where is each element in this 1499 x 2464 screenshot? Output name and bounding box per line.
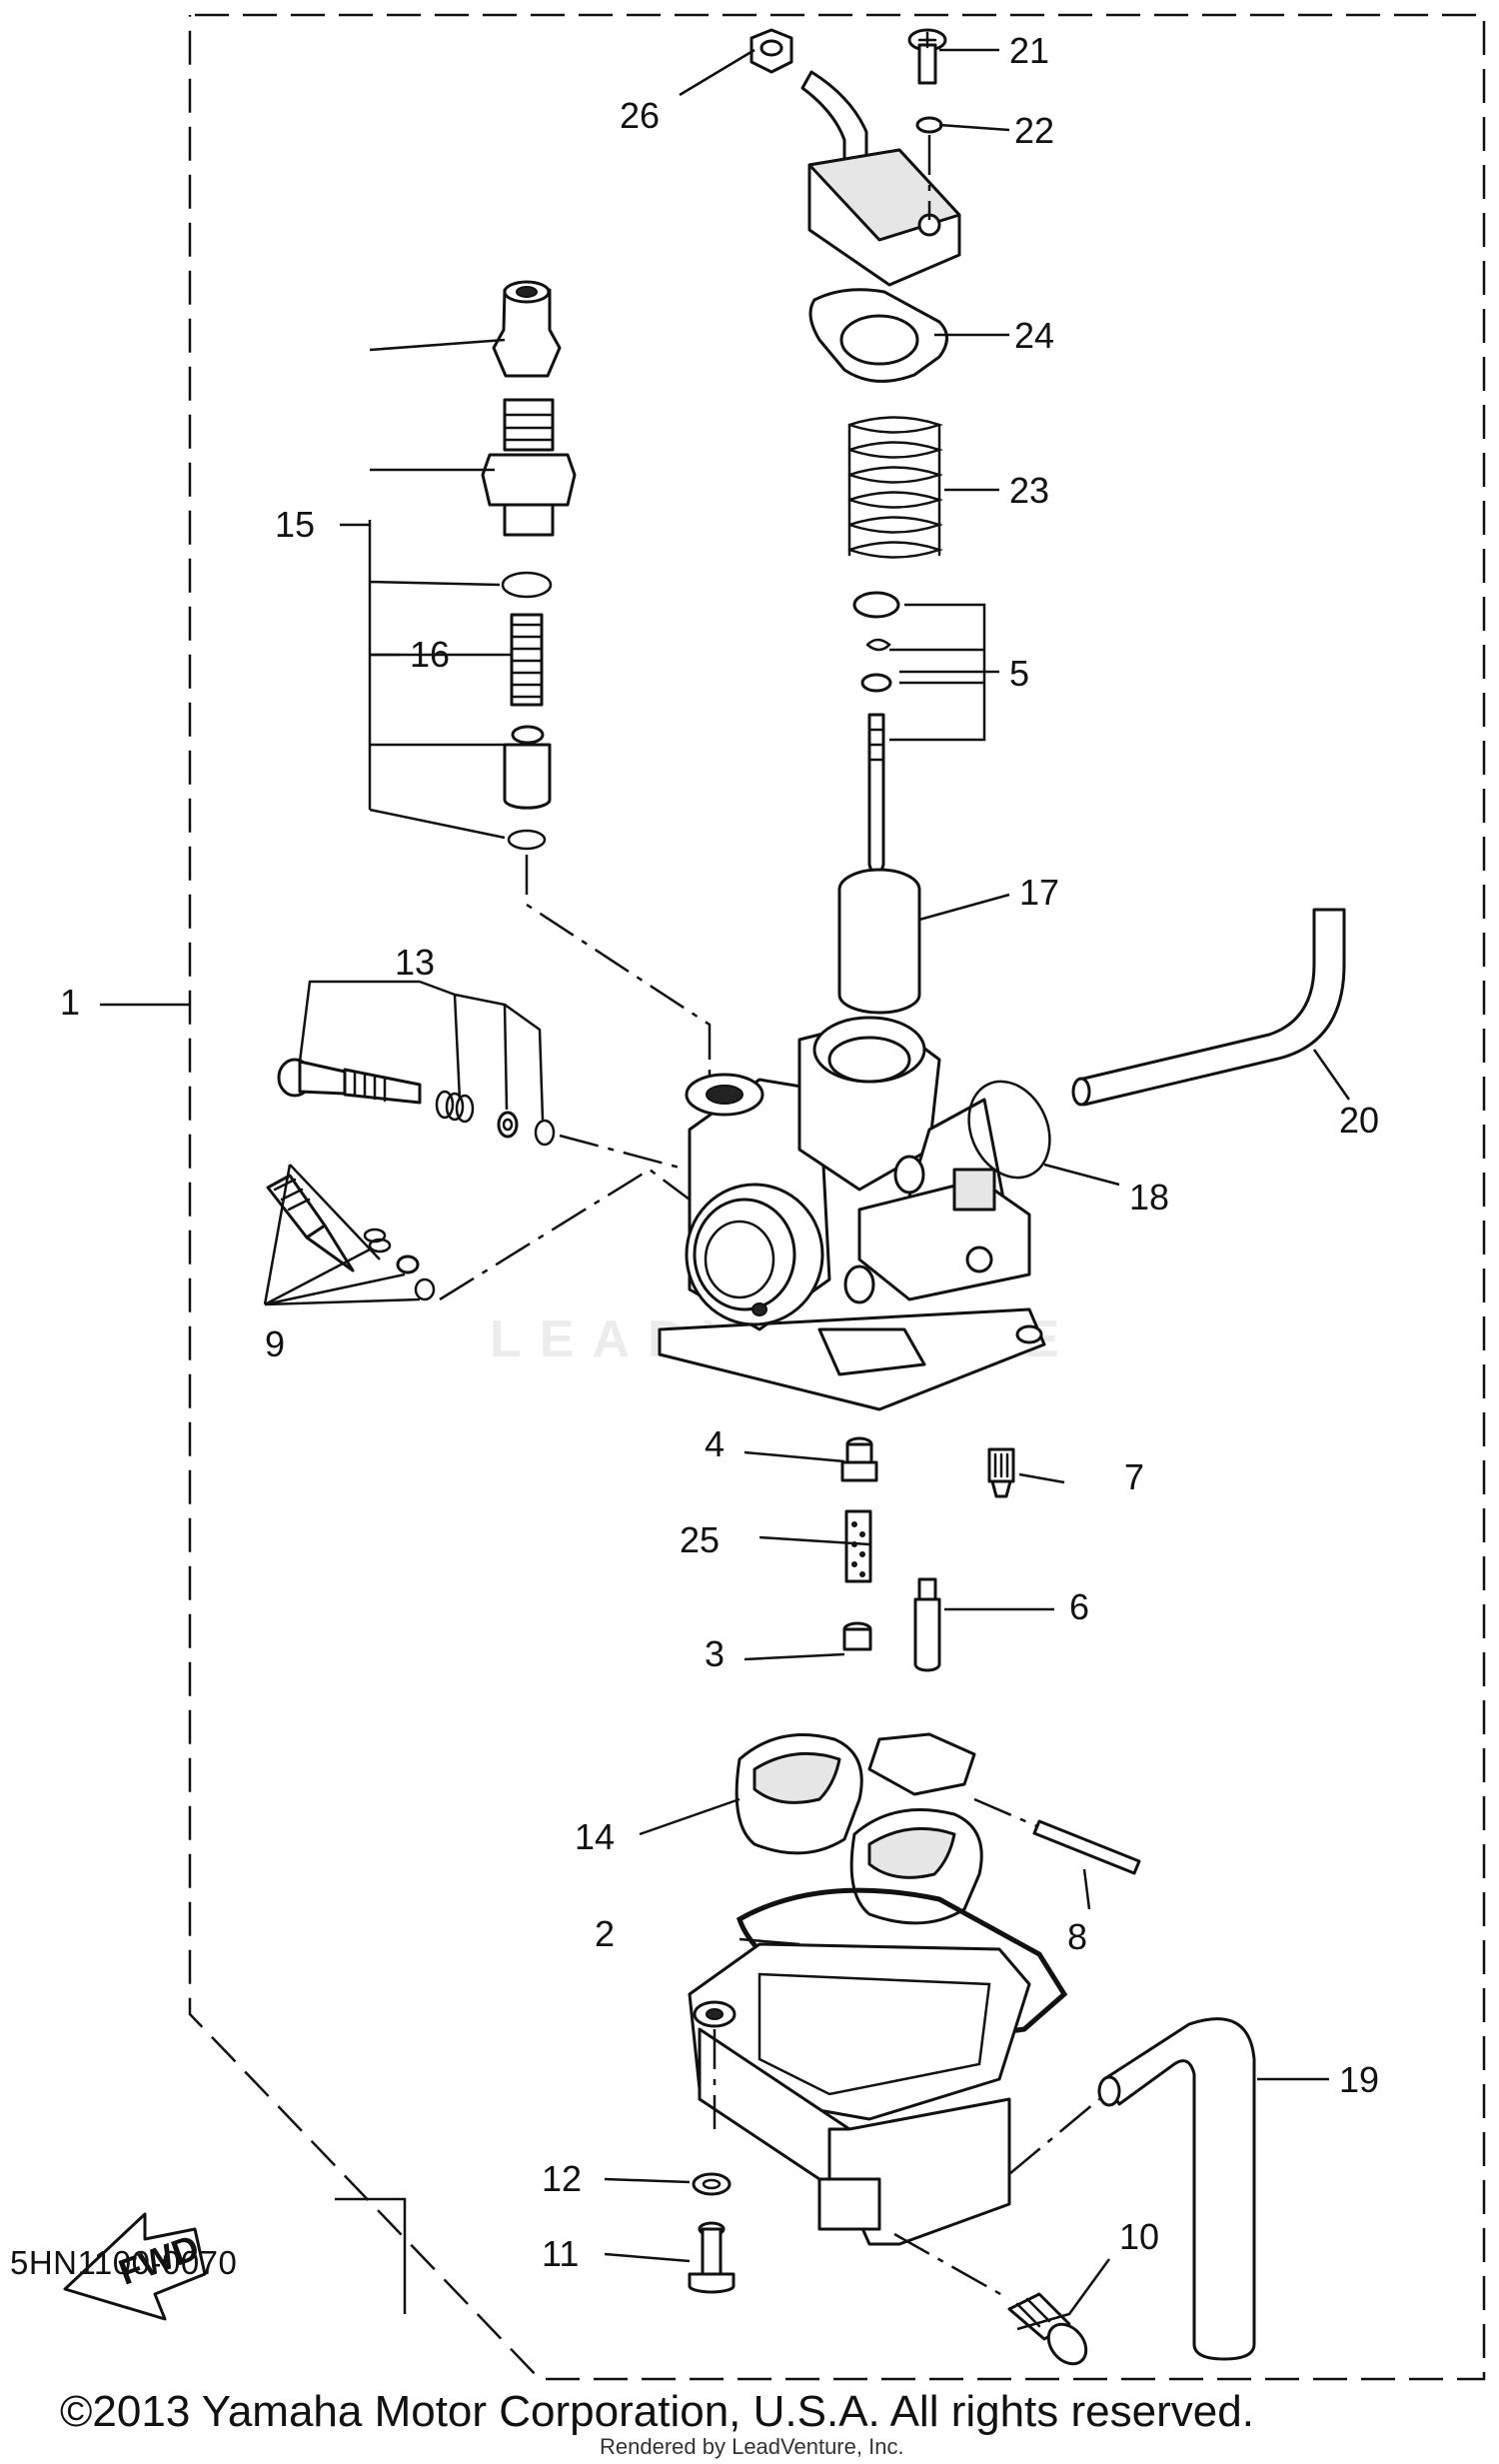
part-7-starter-jet	[987, 1447, 1015, 1498]
part-13-washer	[497, 1111, 519, 1139]
callout-18: 18	[1129, 1177, 1169, 1218]
part-18-o-ring	[967, 1080, 1051, 1180]
callout-20: 20	[1339, 1100, 1379, 1141]
callout-21: 21	[1009, 30, 1049, 71]
part-5-needle-set	[852, 591, 900, 889]
part-20-hose	[1071, 908, 1346, 1107]
callout-12: 12	[542, 2158, 582, 2199]
diagram-code: 5HN1100-0070	[10, 2244, 238, 2281]
fwd-arrow-icon: FWD	[63, 2212, 207, 2321]
part-15-starter-cap	[492, 280, 562, 378]
callout-7: 7	[1124, 1456, 1144, 1497]
callout-15: 15	[275, 504, 315, 545]
drain-screw-centerline	[893, 2232, 1010, 2301]
callout-8: 8	[1067, 1916, 1087, 1957]
part-21-screw	[907, 28, 947, 85]
part-4-needle-jet	[840, 1436, 878, 1482]
part-15-o-ring-lower	[507, 829, 547, 851]
part-11-screw	[688, 2221, 736, 2294]
part-15-plunger	[503, 725, 552, 810]
part-6-pilot-jet	[913, 1577, 941, 1672]
part-10-drain-screw	[1007, 2292, 1088, 2366]
callout-16: 16	[410, 634, 450, 675]
part-24-gasket	[808, 288, 948, 383]
callout-labels: 1 2 3 4 5 6 7 8 9 10 11 12 13 14 15 16 1…	[60, 30, 1379, 2274]
part-16-spring	[510, 613, 544, 707]
part-9-spring	[363, 1228, 392, 1253]
part-22-washer	[915, 116, 943, 134]
callout-14: 14	[575, 1816, 615, 1857]
callout-17: 17	[1019, 872, 1059, 913]
throttle-cap	[800, 70, 961, 287]
part-19-hose	[1097, 2017, 1256, 2361]
part-13-spring	[435, 1090, 475, 1124]
part-9-pilot-screw	[266, 1174, 355, 1272]
part-12-washer	[692, 2172, 732, 2196]
part-9-washer	[396, 1254, 420, 1274]
callout-19: 19	[1339, 2059, 1379, 2100]
carburetor-body	[658, 1016, 1046, 1411]
callout-13: 13	[395, 942, 435, 983]
part-26-nut	[750, 28, 793, 74]
callout-2: 2	[595, 1913, 615, 1954]
float-bowl	[688, 1942, 1031, 2246]
callout-22: 22	[1014, 110, 1054, 151]
rendered-by-notice: Rendered by LeadVenture, Inc.	[600, 2434, 904, 2459]
callout-26: 26	[620, 95, 660, 136]
part-13-o-ring	[534, 1119, 556, 1147]
callout-3: 3	[705, 1633, 725, 1674]
hose-centerline	[1008, 2098, 1100, 2175]
air-screw-centerline	[559, 1134, 681, 1170]
part-13-throttle-stop-screw	[277, 1058, 422, 1105]
pilot-screw-centerline	[439, 1168, 691, 1301]
part-17-throttle-valve	[837, 868, 921, 1015]
callout-1: 1	[60, 982, 80, 1023]
callout-25: 25	[680, 1519, 720, 1560]
starter-centerline	[525, 855, 712, 1080]
callout-4: 4	[705, 1423, 725, 1464]
part-23-spring	[847, 416, 943, 559]
part-15-o-ring-upper	[501, 571, 553, 599]
part-8-float-pin	[973, 1797, 1141, 1875]
callout-10: 10	[1119, 2216, 1159, 2257]
part-15-starter-nut	[481, 398, 577, 537]
callout-6: 6	[1069, 1586, 1089, 1627]
callout-9: 9	[265, 1323, 285, 1364]
callout-23: 23	[1009, 470, 1049, 511]
assembly-boundary	[188, 13, 1486, 2381]
callout-5: 5	[1009, 653, 1029, 694]
part-9-o-ring	[414, 1277, 436, 1301]
leader-lines	[100, 48, 1351, 2331]
callout-11: 11	[542, 2233, 579, 2274]
callout-24: 24	[1014, 315, 1054, 356]
part-14-float	[735, 1732, 983, 1925]
copyright-notice: ©2013 Yamaha Motor Corporation, U.S.A. A…	[60, 2387, 1254, 2436]
part-25-bleed-pipe	[844, 1509, 872, 1583]
part-3-main-jet	[842, 1621, 872, 1651]
